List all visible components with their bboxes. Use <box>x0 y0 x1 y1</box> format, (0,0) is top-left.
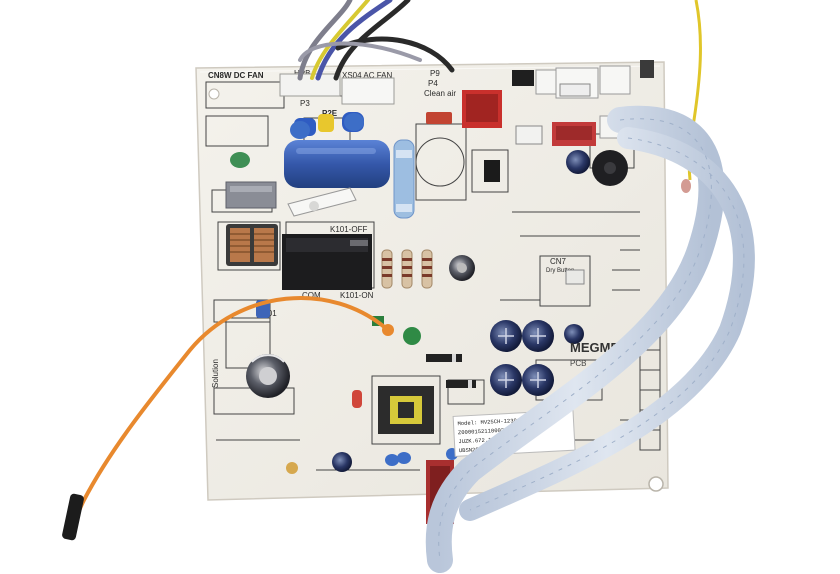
sticker-line-3: JUZK.672.10391 <box>458 436 505 445</box>
ribbon-cable <box>425 105 755 573</box>
orange-sensor-wire <box>62 295 394 541</box>
label-p2e: P2E <box>322 109 338 118</box>
top-wire-harness <box>297 0 455 81</box>
green-varistors <box>230 152 421 345</box>
top-connectors <box>279 60 654 146</box>
electrolytic-capacitor-cluster <box>332 150 590 472</box>
label-p4: P4 <box>428 79 438 88</box>
glass-fuse <box>393 139 415 219</box>
sticker-line-2: Z0000152110002 3 <box>458 426 511 436</box>
label-com: COM <box>302 291 321 300</box>
label-solution: Solution <box>211 359 220 388</box>
board-model-code: PCB <box>570 359 586 368</box>
grey-ferrite-block <box>225 181 277 209</box>
buzzer <box>592 150 628 186</box>
label-k101-off: K101-OFF <box>330 225 367 234</box>
silkscreen-outlines <box>205 81 661 471</box>
switching-transformer <box>378 386 434 434</box>
common-mode-choke <box>226 224 278 266</box>
label-cn7: CN7 <box>550 257 567 266</box>
label-ac-fan: XS04 AC FAN <box>342 71 392 80</box>
label-k101-on: K101-ON <box>340 291 374 300</box>
black-relay <box>282 234 372 290</box>
label-p9: P9 <box>430 69 440 78</box>
axial-resistors <box>381 249 433 289</box>
white-cement-resistor <box>287 187 357 217</box>
electrolytic-capacitor-large <box>246 354 290 398</box>
electrolytic-capacitor-small <box>449 255 475 281</box>
label-clean-air: Clean air <box>424 89 456 98</box>
label-cn-dc-fan: CN8W DC FAN <box>208 71 264 80</box>
diodes <box>426 354 476 388</box>
ceramic-capacitors <box>290 113 458 466</box>
label-p3: P3 <box>300 99 310 108</box>
label-dry-button: Dry Button <box>546 268 574 274</box>
